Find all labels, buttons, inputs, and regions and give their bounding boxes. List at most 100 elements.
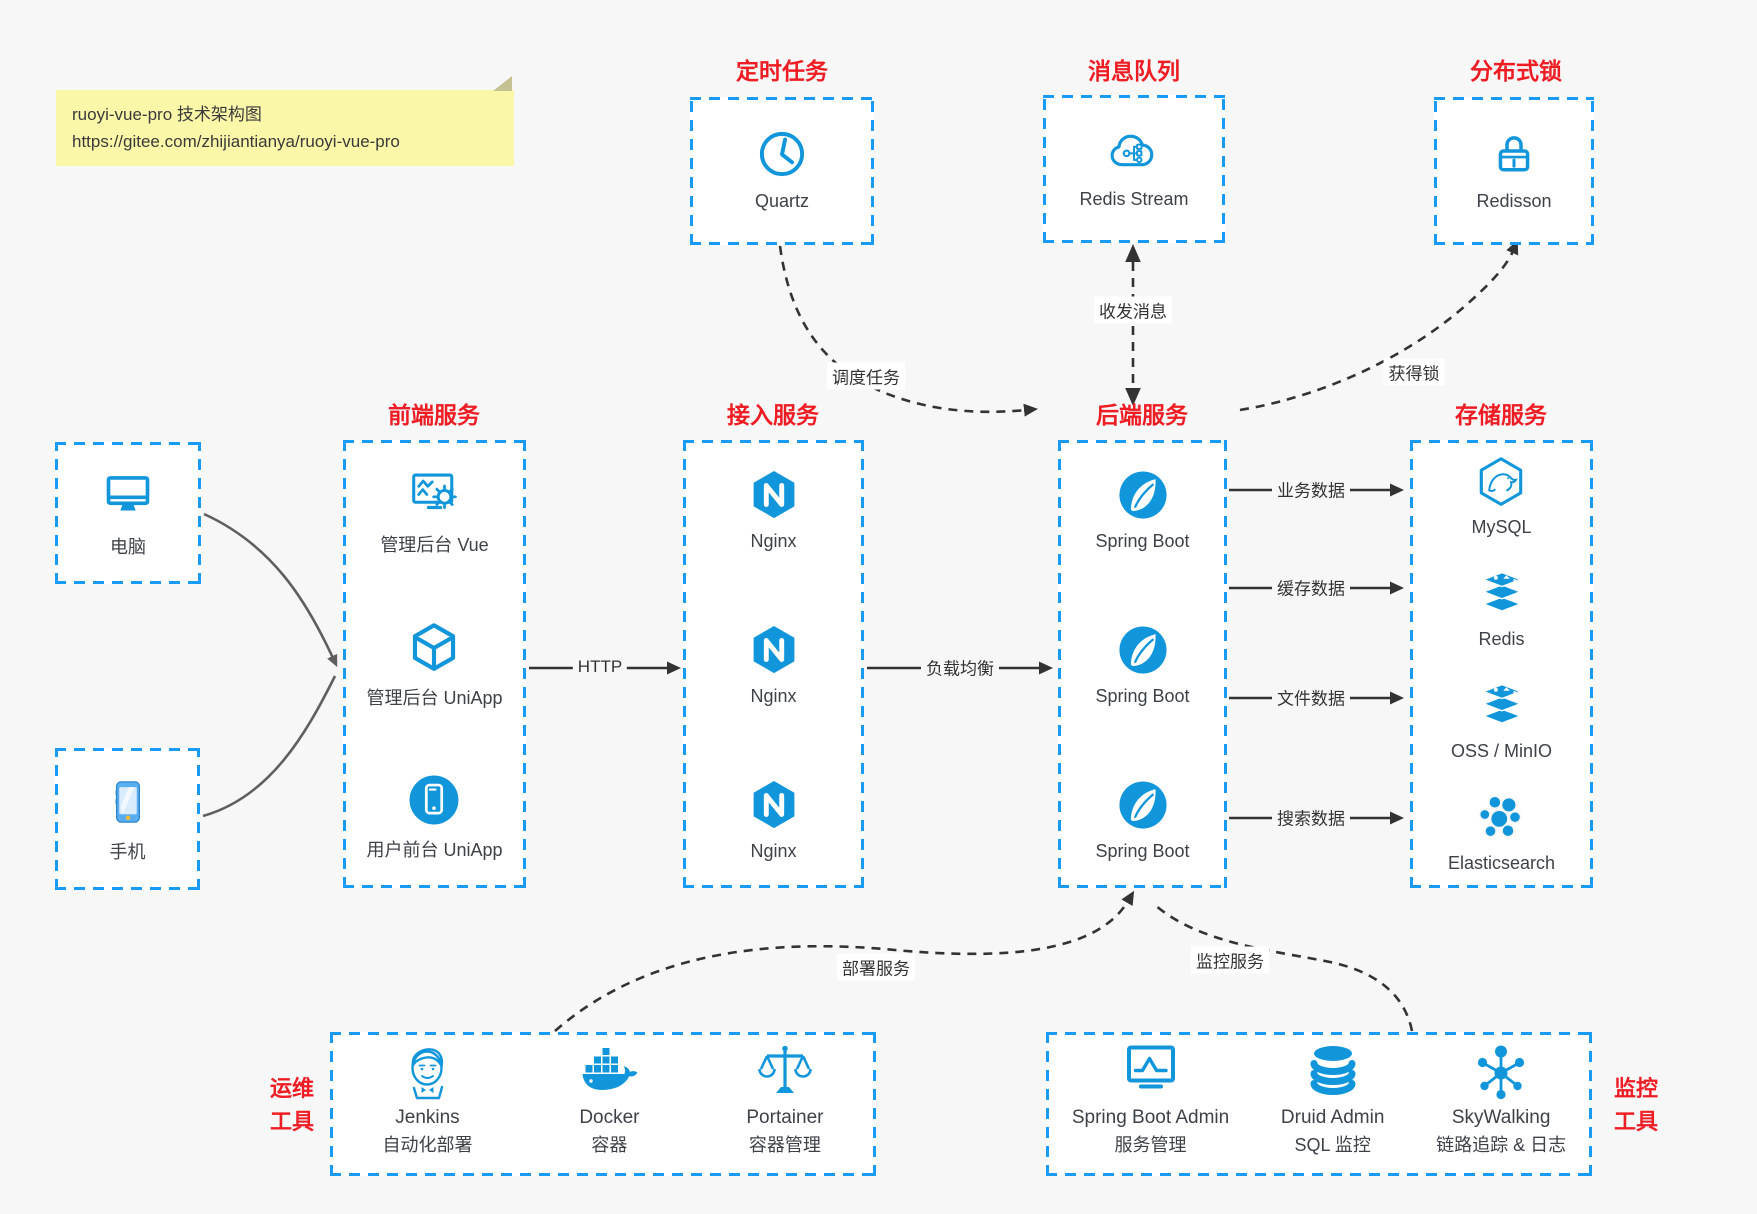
node-admin-uniapp: 管理后台 UniApp: [366, 619, 503, 710]
ops-tools-side-label: 运维 工具: [269, 1076, 314, 1134]
sticky-note: ruoyi-vue-pro 技术架构图 https://gitee.com/zh…: [56, 76, 514, 166]
node-label: Elasticsearch: [1447, 853, 1556, 873]
edge-label-load-balance: 负载均衡: [921, 653, 999, 681]
tool-desc: 容器管理: [748, 1135, 821, 1155]
node-label: 电脑: [110, 537, 146, 557]
node-jenkins: Jenkins 自动化部署: [382, 1040, 472, 1157]
edge-label-business-data: 业务数据: [1272, 475, 1350, 503]
admin-vue-icon: [406, 466, 464, 524]
node-mysql: MySQL: [1471, 454, 1532, 538]
node-spring-boot-2: Spring Boot: [1095, 621, 1190, 707]
skywalking-icon: [1470, 1040, 1532, 1102]
node-spring-boot-1: Spring Boot: [1095, 466, 1190, 552]
title-access: 接入服务: [727, 402, 819, 428]
tool-name: SkyWalking: [1451, 1107, 1551, 1128]
redis-stream-box: Redis Stream: [1043, 95, 1225, 243]
quartz-box: Quartz: [690, 97, 874, 245]
node-user-uniapp: 用户前台 UniApp: [366, 771, 503, 862]
uniapp-cube-icon: [405, 619, 463, 677]
lock-icon: [1486, 126, 1542, 182]
frontend-services-box: 管理后台 Vue 管理后台 UniApp 用户前台 UniApp: [343, 440, 526, 888]
nginx-icon: [745, 621, 803, 679]
node-docker: Docker 容器: [577, 1040, 641, 1157]
spring-boot-icon: [1114, 776, 1172, 834]
monitoring-tools-side-label: 监控 工具: [1613, 1076, 1658, 1134]
tool-desc: 容器: [591, 1135, 628, 1155]
tool-desc: 服务管理: [1114, 1135, 1187, 1155]
node-label: Spring Boot: [1095, 686, 1190, 706]
node-label: 手机: [109, 842, 146, 862]
node-skywalking: SkyWalking 链路追踪 & 日志: [1436, 1040, 1566, 1157]
monitoring-tools-box: Spring Boot Admin 服务管理 Druid Admin SQL 监…: [1046, 1032, 1592, 1176]
node-label: MySQL: [1471, 517, 1532, 537]
title-frontend: 前端服务: [388, 402, 480, 428]
note-url: https://gitee.com/zhijiantianya/ruoyi-vu…: [72, 132, 400, 152]
node-oss-minio: OSS / MinIO: [1451, 678, 1552, 762]
node-label: Quartz: [754, 191, 810, 211]
node-label: Redis: [1478, 629, 1525, 649]
title-storage: 存储服务: [1455, 402, 1547, 428]
node-label: 管理后台 Vue: [380, 535, 489, 555]
elasticsearch-icon: [1473, 790, 1529, 846]
tool-name: Docker: [579, 1107, 640, 1128]
node-label: Nginx: [750, 531, 797, 551]
node-spring-boot-3: Spring Boot: [1095, 776, 1190, 862]
tool-name: Spring Boot Admin: [1071, 1107, 1230, 1128]
tool-name: Druid Admin: [1280, 1107, 1385, 1128]
tool-desc: 自动化部署: [382, 1135, 473, 1155]
title-distributed-lock: 分布式锁: [1470, 58, 1562, 84]
storage-services-box: MySQL Redis: [1410, 440, 1593, 888]
node-label: 管理后台 UniApp: [366, 687, 503, 708]
title-scheduled-task: 定时任务: [736, 58, 828, 84]
note-title: ruoyi-vue-pro 技术架构图: [72, 105, 262, 124]
backend-services-box: Spring Boot Spring Boot Spring Boot: [1058, 440, 1227, 888]
edge-label-schedule: 调度任务: [827, 362, 905, 390]
node-portainer: Portainer 容器管理: [746, 1040, 823, 1157]
title-message-queue: 消息队列: [1088, 58, 1180, 84]
node-spring-boot-admin: Spring Boot Admin 服务管理: [1072, 1040, 1229, 1157]
tool-name: Jenkins: [395, 1107, 460, 1128]
spring-boot-icon: [1114, 466, 1172, 524]
oss-minio-icon: [1474, 678, 1530, 734]
node-nginx-1: Nginx: [745, 466, 803, 552]
smartphone-icon: [100, 774, 156, 830]
druid-icon: [1302, 1040, 1364, 1102]
title-backend: 后端服务: [1096, 402, 1188, 428]
edge-label-cache-data: 缓存数据: [1272, 573, 1350, 601]
access-services-box: Nginx Nginx Nginx: [683, 440, 864, 888]
node-druid-admin: Druid Admin SQL 监控: [1280, 1040, 1385, 1157]
redis-icon: [1474, 566, 1530, 622]
node-redis: Redis: [1474, 566, 1530, 650]
node-label: Redis Stream: [1079, 189, 1189, 209]
node-nginx-2: Nginx: [745, 621, 803, 707]
pc-client-box: 电脑: [55, 442, 201, 584]
edge-label-monitor: 监控服务: [1191, 946, 1269, 974]
user-app-icon: [405, 771, 463, 829]
mobile-client-box: 手机: [55, 748, 200, 890]
node-label: Spring Boot: [1095, 841, 1190, 861]
desktop-icon: [99, 467, 157, 525]
node-admin-vue: 管理后台 Vue: [380, 466, 489, 557]
spring-boot-admin-icon: [1120, 1040, 1182, 1102]
edge-label-lock: 获得锁: [1383, 358, 1445, 386]
nginx-icon: [745, 776, 803, 834]
node-label: 用户前台 UniApp: [366, 840, 503, 860]
tool-desc: 链路追踪 & 日志: [1436, 1135, 1567, 1155]
edge-label-http: HTTP: [572, 656, 628, 678]
cloud-stream-icon: [1104, 124, 1164, 180]
node-elasticsearch: Elasticsearch: [1448, 790, 1555, 874]
node-label: OSS / MinIO: [1450, 741, 1553, 761]
redisson-box: Redisson: [1434, 97, 1594, 245]
edge-label-file-data: 文件数据: [1272, 683, 1350, 711]
edge-label-messages: 收发消息: [1094, 296, 1172, 324]
node-label: Nginx: [750, 841, 797, 861]
tool-name: Portainer: [746, 1107, 824, 1128]
node-nginx-3: Nginx: [745, 776, 803, 862]
docker-icon: [577, 1040, 641, 1102]
edge-label-search-data: 搜索数据: [1272, 803, 1350, 831]
edge-label-deploy: 部署服务: [837, 953, 915, 981]
clock-icon: [754, 126, 810, 182]
nginx-icon: [745, 466, 803, 524]
portainer-icon: [754, 1040, 816, 1102]
